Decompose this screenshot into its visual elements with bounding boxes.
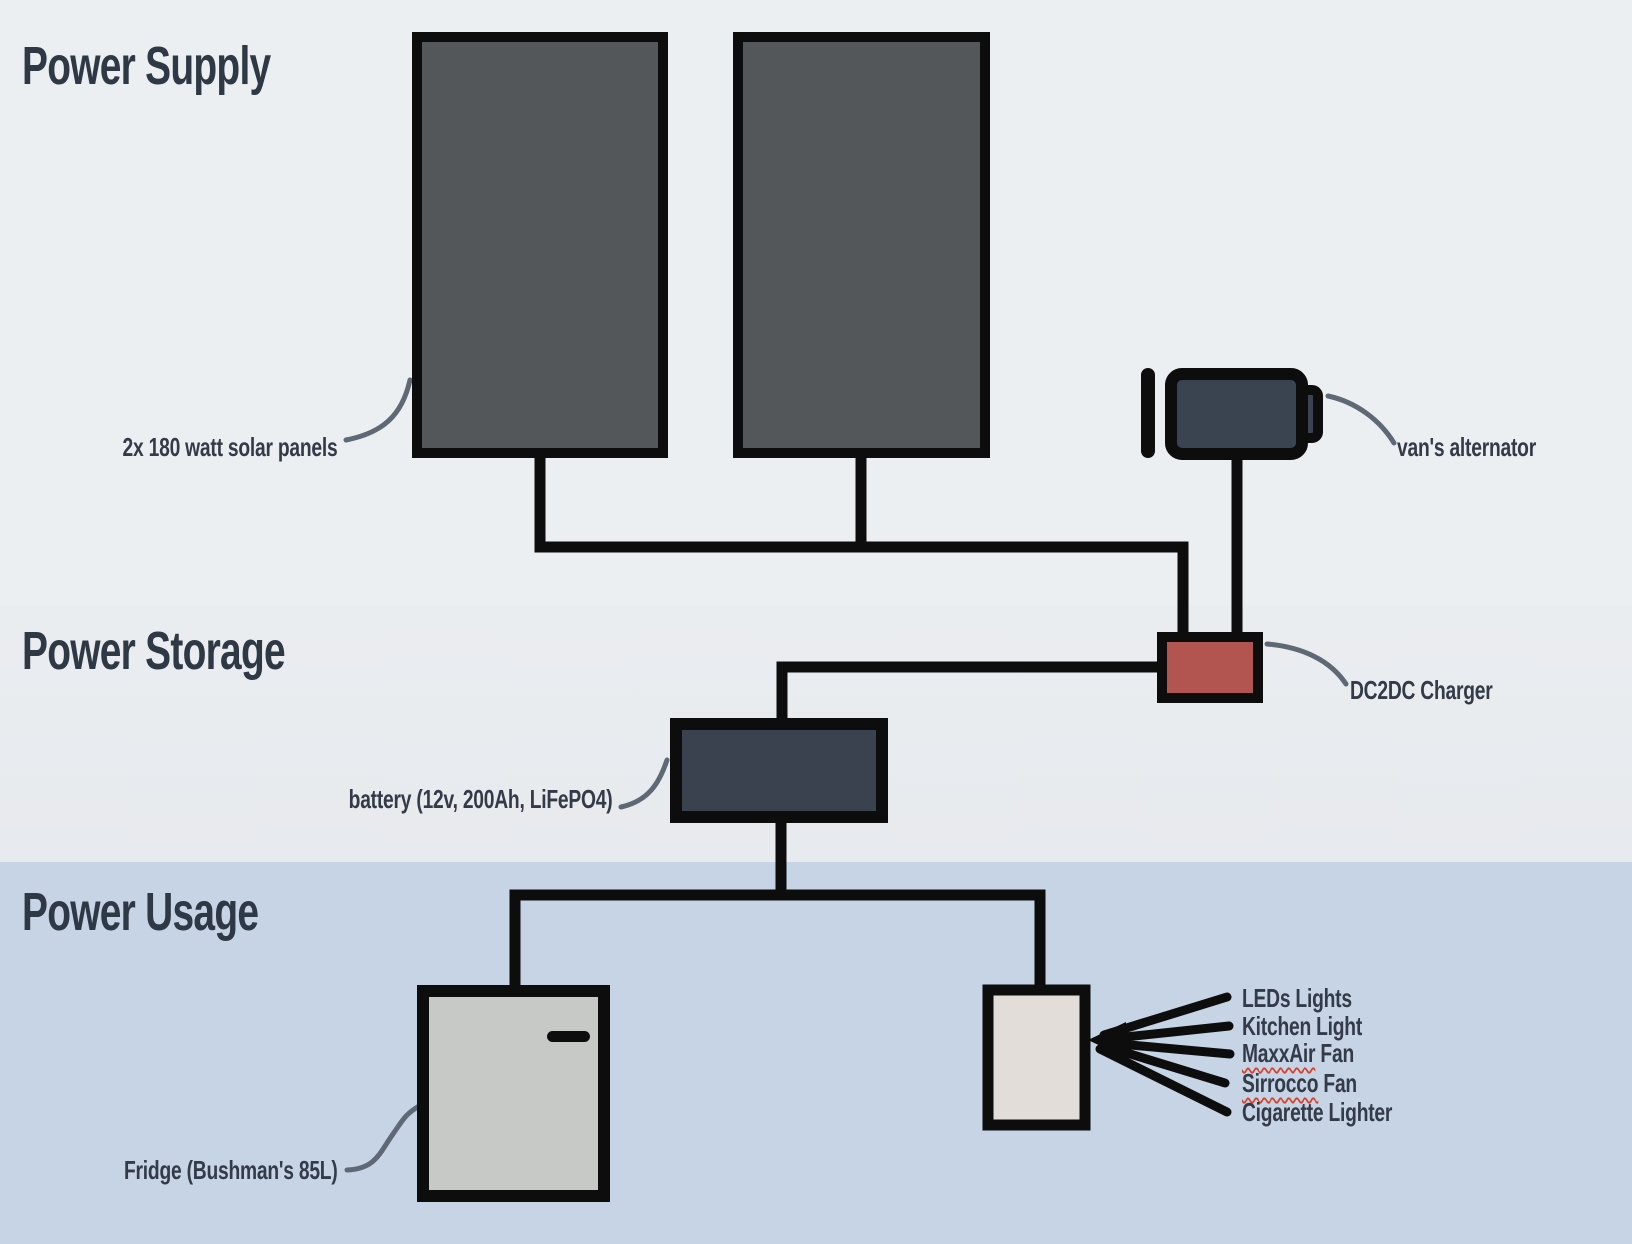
wires — [509, 452, 1243, 990]
battery-leader — [618, 757, 670, 810]
section-title-power-supply: Power Supply — [22, 36, 271, 96]
usage-load-label-maxxair-fan: MaxxAir Fan — [1242, 1038, 1354, 1068]
fanout-line-3 — [1103, 1038, 1235, 1059]
power-usage-band — [0, 862, 1632, 1244]
usage-load-label-leds: LEDs Lights — [1242, 983, 1352, 1013]
fanout-line-4 — [1099, 1041, 1230, 1088]
section-title-power-usage: Power Usage — [22, 882, 259, 942]
fridge-body — [417, 985, 610, 1202]
dc2dc-charger-icon — [1157, 632, 1263, 703]
usage-load-label-sirrocco-fan: Sirrocco Fan — [1242, 1068, 1357, 1098]
solar-panel-2-icon — [733, 32, 990, 458]
solar-panel-1-icon — [412, 32, 668, 458]
fanout-line-5 — [1095, 1044, 1232, 1117]
label-leader-lines — [343, 377, 1397, 1173]
load-fanout-lines — [1088, 992, 1235, 1117]
alternator-label: van's alternator — [1397, 432, 1536, 462]
battery-icon — [670, 718, 888, 823]
battery-label: battery (12v, 200Ah, LiFePO4) — [348, 784, 612, 814]
alternator-icon — [1141, 368, 1323, 460]
fanout-line-2 — [1101, 1021, 1234, 1044]
charger-to-battery-wire — [776, 661, 1162, 723]
misspelled-word: MaxxAir — [1242, 1038, 1316, 1068]
alternator-body — [1165, 368, 1308, 460]
fanout-line-1 — [1099, 992, 1232, 1040]
alternator-bar — [1141, 368, 1155, 458]
fridge-handle — [547, 1031, 590, 1042]
usage-bus-wire — [509, 889, 1046, 990]
usage-load-label-cigarette-lighter: Cigarette Lighter — [1242, 1097, 1393, 1127]
dc2dc-charger-label: DC2DC Charger — [1350, 675, 1493, 705]
fridge-leader — [344, 1103, 422, 1173]
solar-leader — [343, 377, 413, 443]
usage-load-label-kitchen-light: Kitchen Light — [1242, 1011, 1363, 1041]
solar-panels-label: 2x 180 watt solar panels — [123, 432, 338, 462]
fridge-icon — [417, 985, 610, 1202]
fridge-label: Fridge (Bushman's 85L) — [124, 1155, 338, 1185]
section-title-power-storage: Power Storage — [22, 621, 286, 681]
alternator-leader — [1325, 393, 1397, 446]
misspelled-word: Sirrocco — [1242, 1068, 1319, 1098]
load-distribution-box-icon — [982, 984, 1091, 1131]
charger-leader — [1264, 641, 1349, 687]
